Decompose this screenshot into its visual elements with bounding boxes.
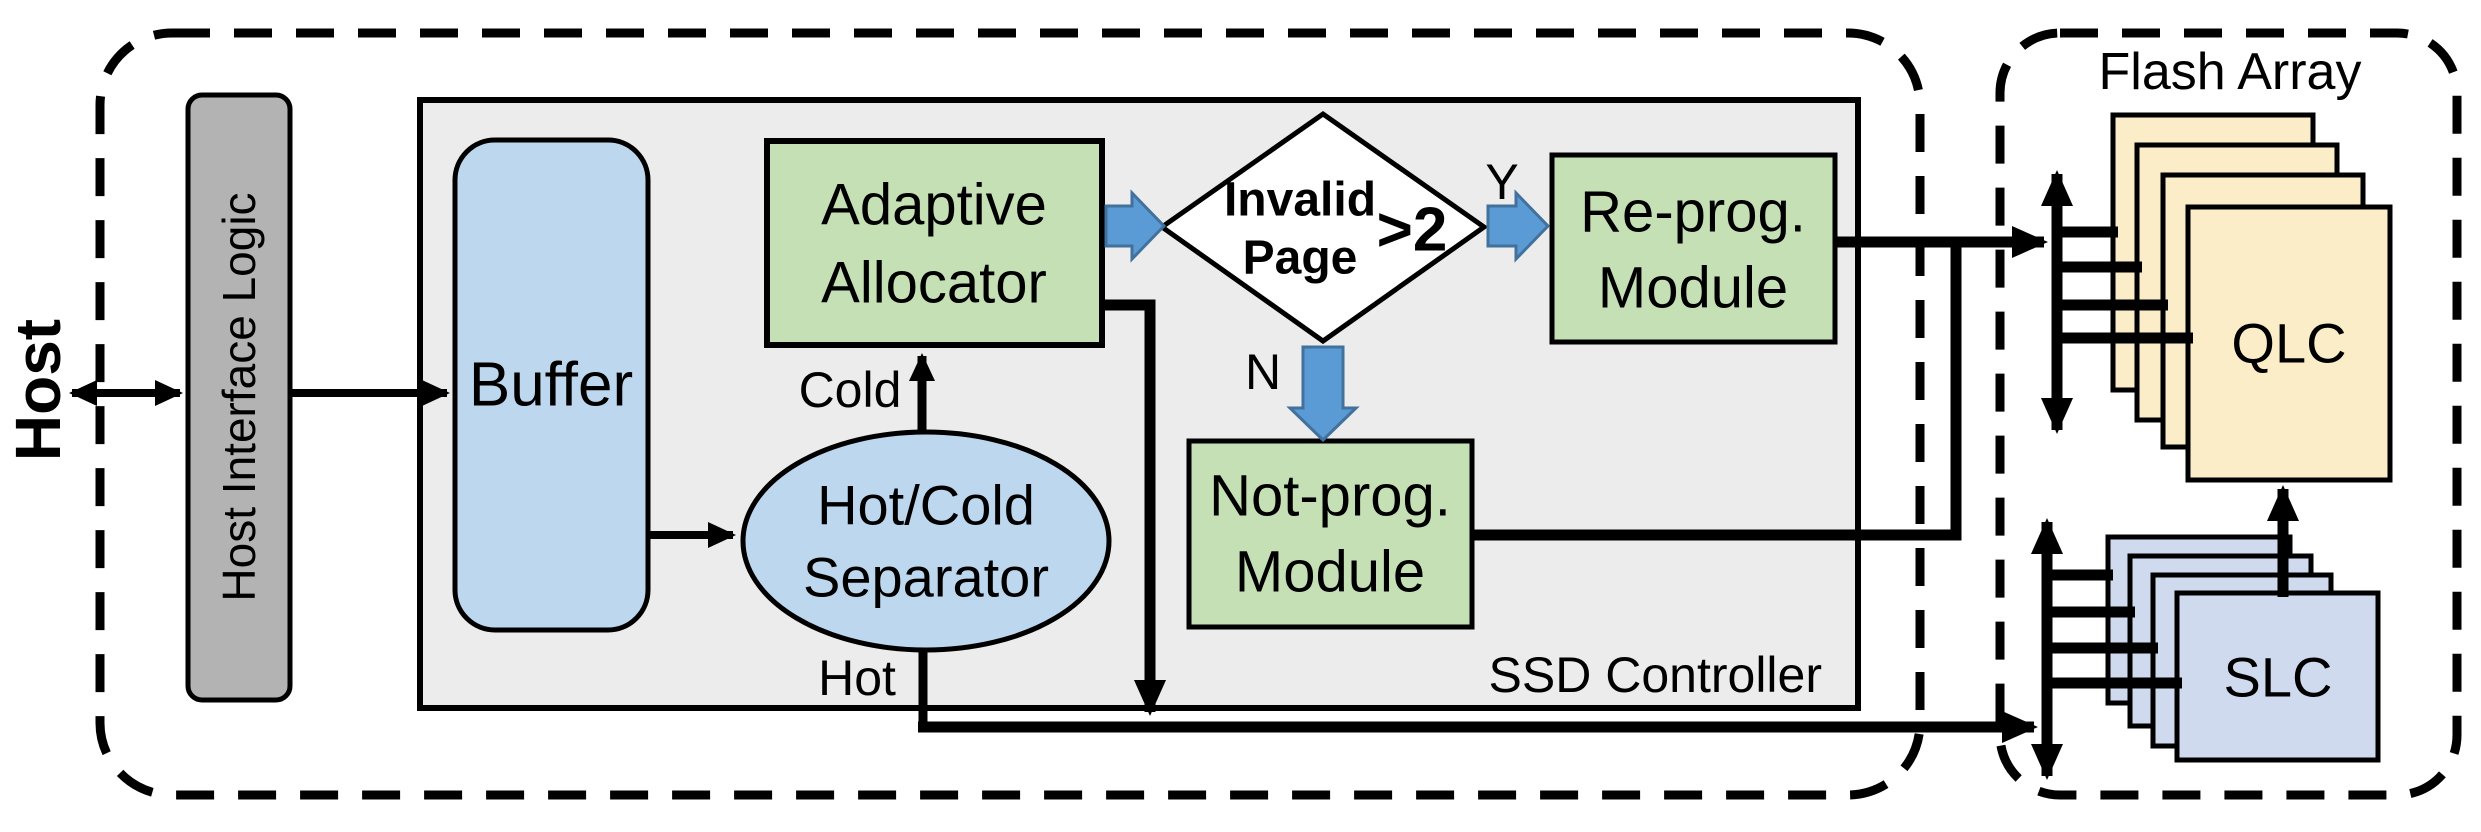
buffer-label: Buffer: [469, 351, 633, 420]
slc-page-stack: [2105, 534, 2381, 763]
separator-label-line1: Hot/Cold: [817, 474, 1035, 537]
branch-yes-label: Y: [1485, 154, 1518, 210]
hot-cold-separator-ellipse: [740, 429, 1112, 653]
hot-label: Hot: [818, 650, 896, 706]
ssd-device-dashed-boundary: [95, 28, 1925, 800]
qlc-page-front: [2185, 204, 2393, 483]
decision-yes-flow-arrow-border: [1486, 189, 1551, 263]
allocator-label-line2: Allocator: [821, 251, 1047, 316]
notprog-label-line1: Not-prog.: [1209, 464, 1451, 529]
allocator-to-decision-flow-arrow: [1106, 193, 1164, 259]
adaptive-allocator-box: [764, 138, 1105, 348]
flash-array-label: Flash Array: [2099, 43, 2362, 101]
cold-label: Cold: [799, 362, 902, 418]
reprog-label-line2: Module: [1598, 256, 1788, 321]
slc-label: SLC: [2224, 646, 2333, 709]
reprog-module-box: [1549, 152, 1838, 345]
invalid-page-decision-diamond: [1157, 110, 1489, 345]
decision-label-line1: Invalid: [1224, 174, 1376, 227]
decision-label-line2: Page: [1243, 232, 1358, 285]
host-interface-logic-label: Host Interface Logic: [213, 192, 265, 601]
notprog-output-merge-line: [1472, 247, 1962, 541]
host-interface-logic-box: [185, 92, 293, 703]
allocator-to-hot-line-arrow: [1102, 299, 1166, 716]
host-label: Host: [2, 319, 74, 461]
reprog-label-line1: Re-prog.: [1580, 180, 1806, 245]
ssd-controller-label: SSD Controller: [1489, 647, 1822, 703]
decision-no-flow-arrow-border: [1286, 345, 1360, 443]
branch-no-label: N: [1245, 344, 1281, 400]
decision-no-flow-arrow: [1290, 347, 1356, 440]
decision-yes-flow-arrow: [1488, 193, 1548, 259]
decision-condition-label: >2: [1377, 196, 1448, 265]
allocator-to-decision-flow-arrow-border: [1104, 189, 1167, 263]
notprog-module-box: [1186, 438, 1475, 630]
notprog-label-line2: Module: [1235, 540, 1425, 605]
buffer-box: [452, 137, 651, 633]
qlc-label: QLC: [2231, 312, 2346, 375]
allocator-label-line1: Adaptive: [821, 173, 1047, 238]
separator-label-line2: Separator: [803, 546, 1049, 609]
flash-array-dashed-boundary: [1995, 28, 2462, 800]
qlc-page-stack: [2110, 112, 2393, 483]
